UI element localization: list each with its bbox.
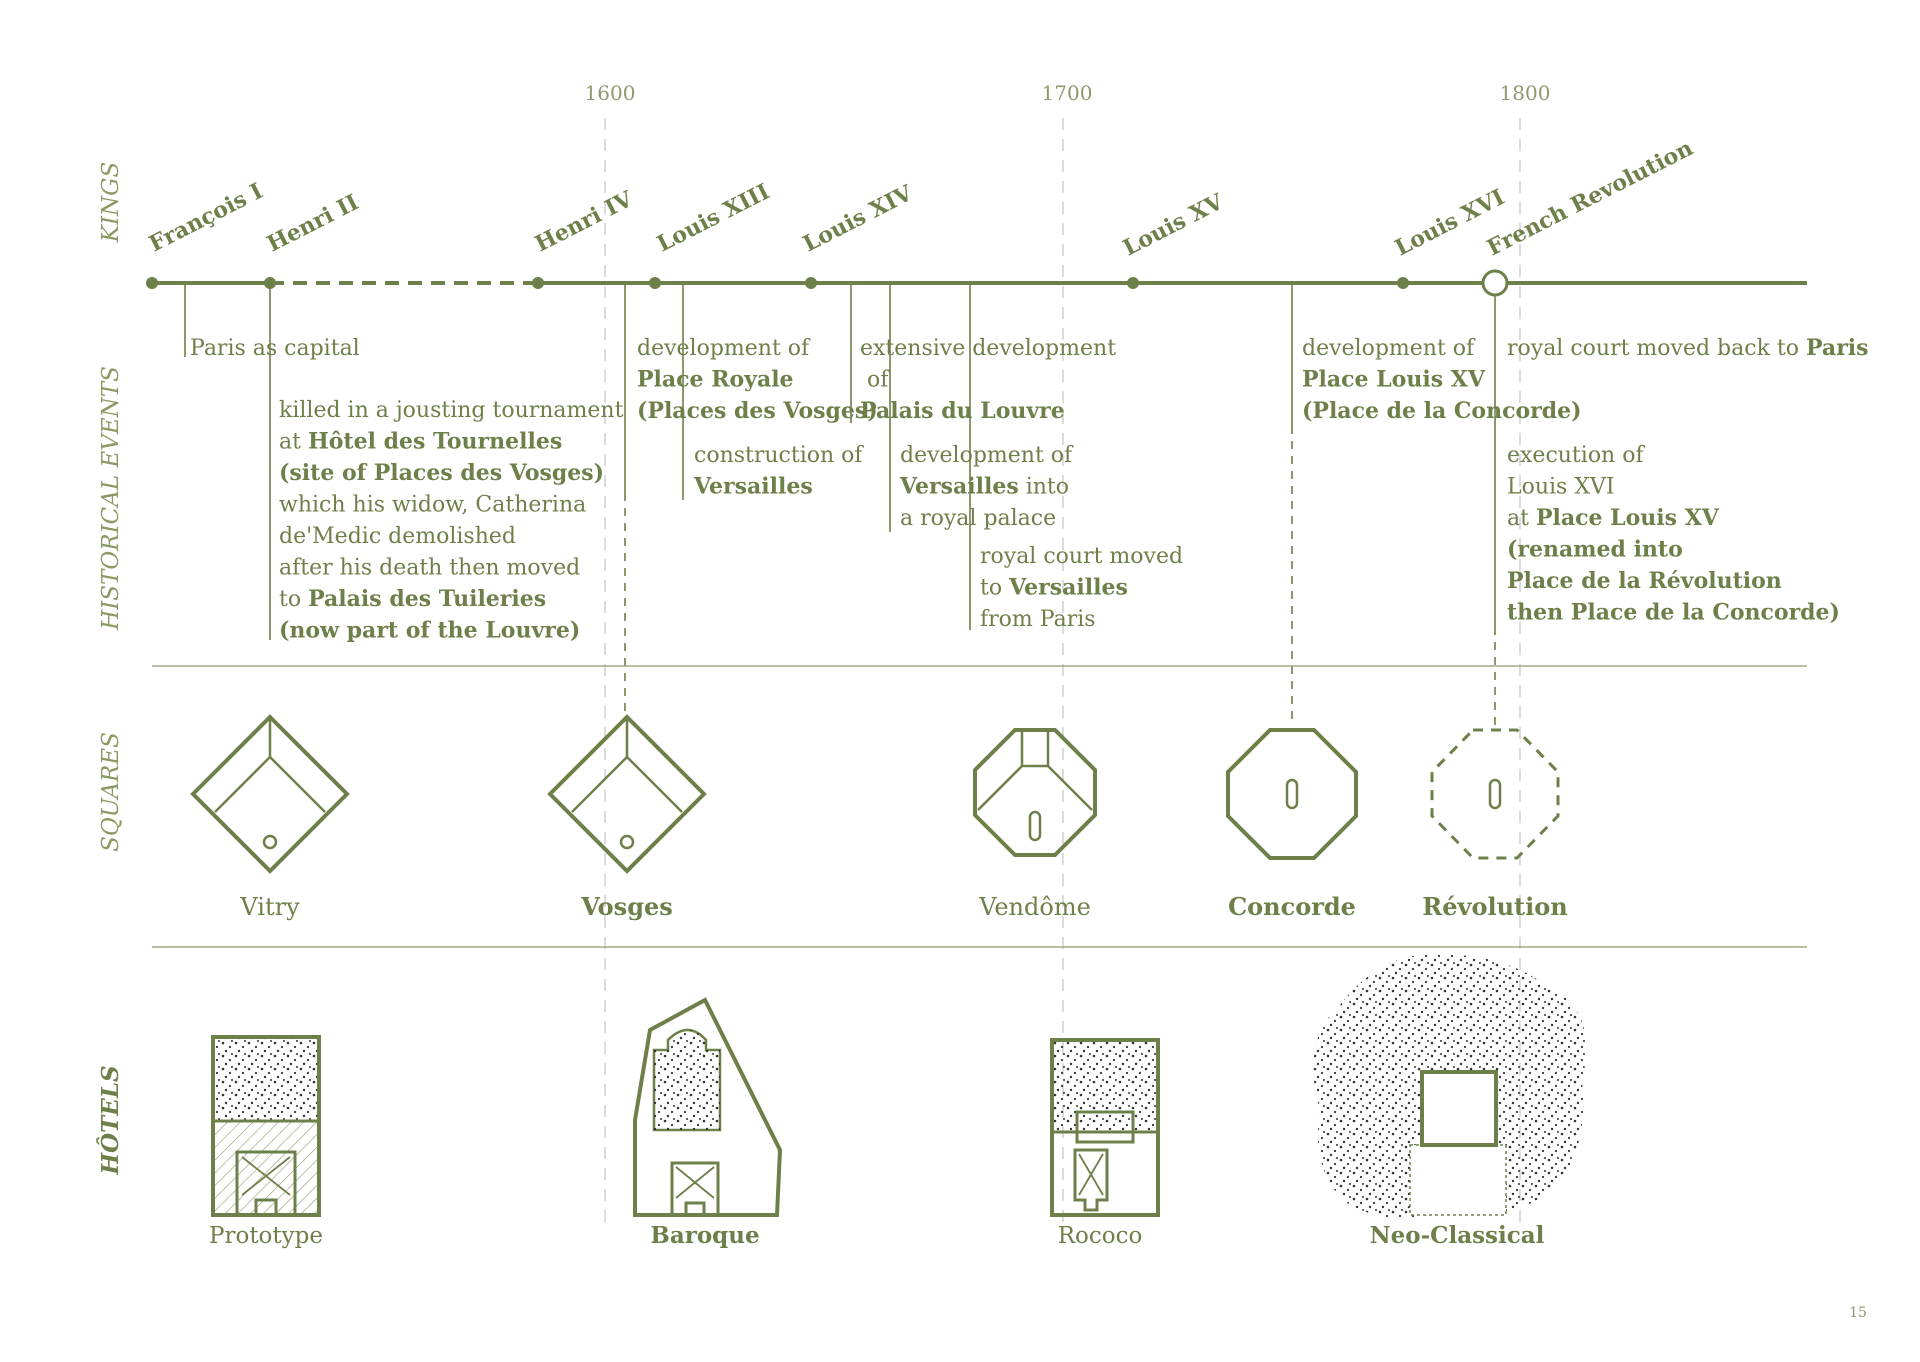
hotel-label-neo-classical: Neo-Classical bbox=[1370, 1222, 1545, 1249]
square-concorde bbox=[1226, 728, 1358, 860]
event-line-segment: Place Louis XV bbox=[1536, 505, 1720, 531]
square-vitry bbox=[190, 714, 350, 874]
event-line-segment: at bbox=[279, 430, 308, 455]
event-line-segment: construction of bbox=[694, 443, 864, 468]
square-vosges bbox=[547, 714, 707, 874]
event-line-segment: (renamed into bbox=[1507, 537, 1683, 563]
king-louis-xv: Louis XV bbox=[1119, 188, 1228, 261]
timeline-dot-francois bbox=[146, 277, 158, 289]
event-line-segment: of bbox=[860, 368, 890, 393]
timeline-dot-henri-iv bbox=[532, 277, 544, 289]
timeline-dot-louis-xv bbox=[1127, 277, 1139, 289]
kings-labels: François I Henri II Henri IV Louis XIII … bbox=[145, 135, 1697, 261]
page-number: 15 bbox=[1849, 1305, 1867, 1321]
event-line-segment: Place Royale bbox=[637, 367, 794, 393]
event-line-segment: development of bbox=[900, 443, 1074, 468]
event-execution: execution of Louis XVI at Place Louis XV (r… bbox=[1507, 443, 1840, 626]
event-texts: Paris as capital killed in a jousting to… bbox=[190, 335, 1869, 644]
event-line-segment: Versailles bbox=[899, 474, 1019, 500]
kings-timeline bbox=[146, 269, 1807, 297]
event-line-segment: Paris as capital bbox=[190, 336, 360, 361]
square-label-vosges: Vosges bbox=[580, 892, 673, 921]
event-line-segment: then Place de la Concorde) bbox=[1507, 600, 1840, 626]
king-henri-ii: Henri II bbox=[263, 189, 363, 257]
section-hotels: HÔTELS bbox=[97, 1065, 124, 1175]
square-label-revolution: Révolution bbox=[1422, 892, 1567, 921]
year-labels: 1600 1700 1800 bbox=[585, 81, 1551, 105]
event-line-segment: into bbox=[1019, 475, 1069, 500]
hotel-baroque bbox=[633, 997, 783, 1217]
square-label-vitry: Vitry bbox=[239, 893, 300, 921]
event-line-segment: Place Louis XV bbox=[1302, 367, 1486, 393]
king-french-revolution: French Revolution bbox=[1483, 135, 1697, 261]
event-line-segment: royal court moved back to bbox=[1507, 336, 1806, 361]
event-court-back-paris: royal court moved back to Paris bbox=[1507, 335, 1869, 361]
event-line-segment: to bbox=[980, 576, 1009, 601]
section-squares: SQUARES bbox=[98, 732, 124, 852]
section-events: HISTORICAL EVENTS bbox=[98, 366, 124, 631]
event-versailles-palace: development of Versailles into a royal pal… bbox=[899, 443, 1074, 531]
event-connectors bbox=[184, 283, 1496, 725]
year-1800: 1800 bbox=[1500, 81, 1551, 105]
event-line-segment: Versailles bbox=[693, 474, 813, 500]
event-place-royale: development of Place Royale (Places des Vo… bbox=[637, 336, 878, 424]
event-court-to-versailles: royal court moved to Versailles from Paris bbox=[980, 544, 1183, 632]
event-line-segment: at bbox=[1507, 506, 1536, 531]
year-1700: 1700 bbox=[1042, 81, 1093, 105]
year-1600: 1600 bbox=[585, 81, 636, 105]
event-paris-capital: Paris as capital bbox=[190, 336, 360, 361]
event-line-segment: Palais des Tuileries bbox=[308, 586, 546, 612]
event-line-segment: (now part of the Louvre) bbox=[279, 618, 580, 644]
timeline-dot-louis-xiii bbox=[649, 277, 661, 289]
event-versailles-construction: construction of Versailles bbox=[693, 443, 864, 500]
hotel-neo-classical bbox=[1313, 954, 1587, 1219]
event-line-segment: development of bbox=[1302, 336, 1476, 361]
event-line-segment: royal court moved bbox=[980, 544, 1183, 569]
hotel-prototype bbox=[211, 1035, 321, 1217]
event-line-segment: de'Medic demolished bbox=[279, 524, 516, 549]
event-line-segment: (Places des Vosges) bbox=[637, 398, 878, 424]
event-line-segment: killed in a jousting tournament bbox=[279, 398, 624, 423]
event-line-segment: (Place de la Concorde) bbox=[1302, 398, 1582, 424]
square-label-vendome: Vendôme bbox=[978, 893, 1091, 921]
event-line-segment: Versailles bbox=[1008, 575, 1128, 601]
event-line-segment: a royal palace bbox=[900, 506, 1056, 531]
hotel-label-rococo: Rococo bbox=[1058, 1223, 1143, 1249]
event-line-segment: development of bbox=[637, 336, 811, 361]
event-line-segment: to bbox=[279, 587, 308, 612]
event-line-segment: Hôtel des Tournelles bbox=[308, 429, 562, 455]
hotel-label-prototype: Prototype bbox=[209, 1223, 323, 1249]
timeline-dot-revolution bbox=[1481, 269, 1509, 297]
king-henri-iv: Henri IV bbox=[531, 186, 638, 258]
event-line-segment: from Paris bbox=[980, 607, 1096, 632]
event-line-segment: which his widow, Catherina bbox=[279, 493, 586, 518]
event-line-segment: Place de la Révolution bbox=[1507, 568, 1782, 594]
square-revolution bbox=[1430, 728, 1560, 860]
event-line-segment: Palais du Louvre bbox=[860, 398, 1065, 424]
event-line-segment: execution of bbox=[1507, 443, 1645, 468]
square-vendome bbox=[973, 728, 1097, 857]
section-kings: KINGS bbox=[98, 162, 124, 244]
event-line-segment: after his death then moved bbox=[279, 556, 580, 581]
event-line-segment: Paris bbox=[1806, 335, 1869, 361]
timeline-dot-louis-xiv bbox=[805, 277, 817, 289]
hotel-rococo bbox=[1050, 1038, 1160, 1217]
timeline-dot-louis-xvi bbox=[1397, 277, 1409, 289]
square-label-concorde: Concorde bbox=[1228, 892, 1356, 921]
event-place-louis-xv: development of Place Louis XV (Place de la… bbox=[1302, 336, 1582, 424]
event-line-segment: extensive development bbox=[860, 336, 1116, 361]
event-henri-ii-death: killed in a jousting tournament at Hôtel … bbox=[279, 398, 624, 644]
king-louis-xiii: Louis XIII bbox=[653, 179, 774, 258]
event-line-segment: (site of Places des Vosges) bbox=[279, 460, 604, 486]
century-guides bbox=[604, 118, 1521, 1225]
king-louis-xiv: Louis XIV bbox=[799, 180, 918, 258]
event-line-segment: Louis XVI bbox=[1507, 475, 1615, 500]
hotel-label-baroque: Baroque bbox=[650, 1222, 759, 1249]
king-francois-i: François I bbox=[145, 178, 267, 257]
section-labels: KINGS HISTORICAL EVENTS SQUARES HÔTELS bbox=[97, 162, 124, 1176]
